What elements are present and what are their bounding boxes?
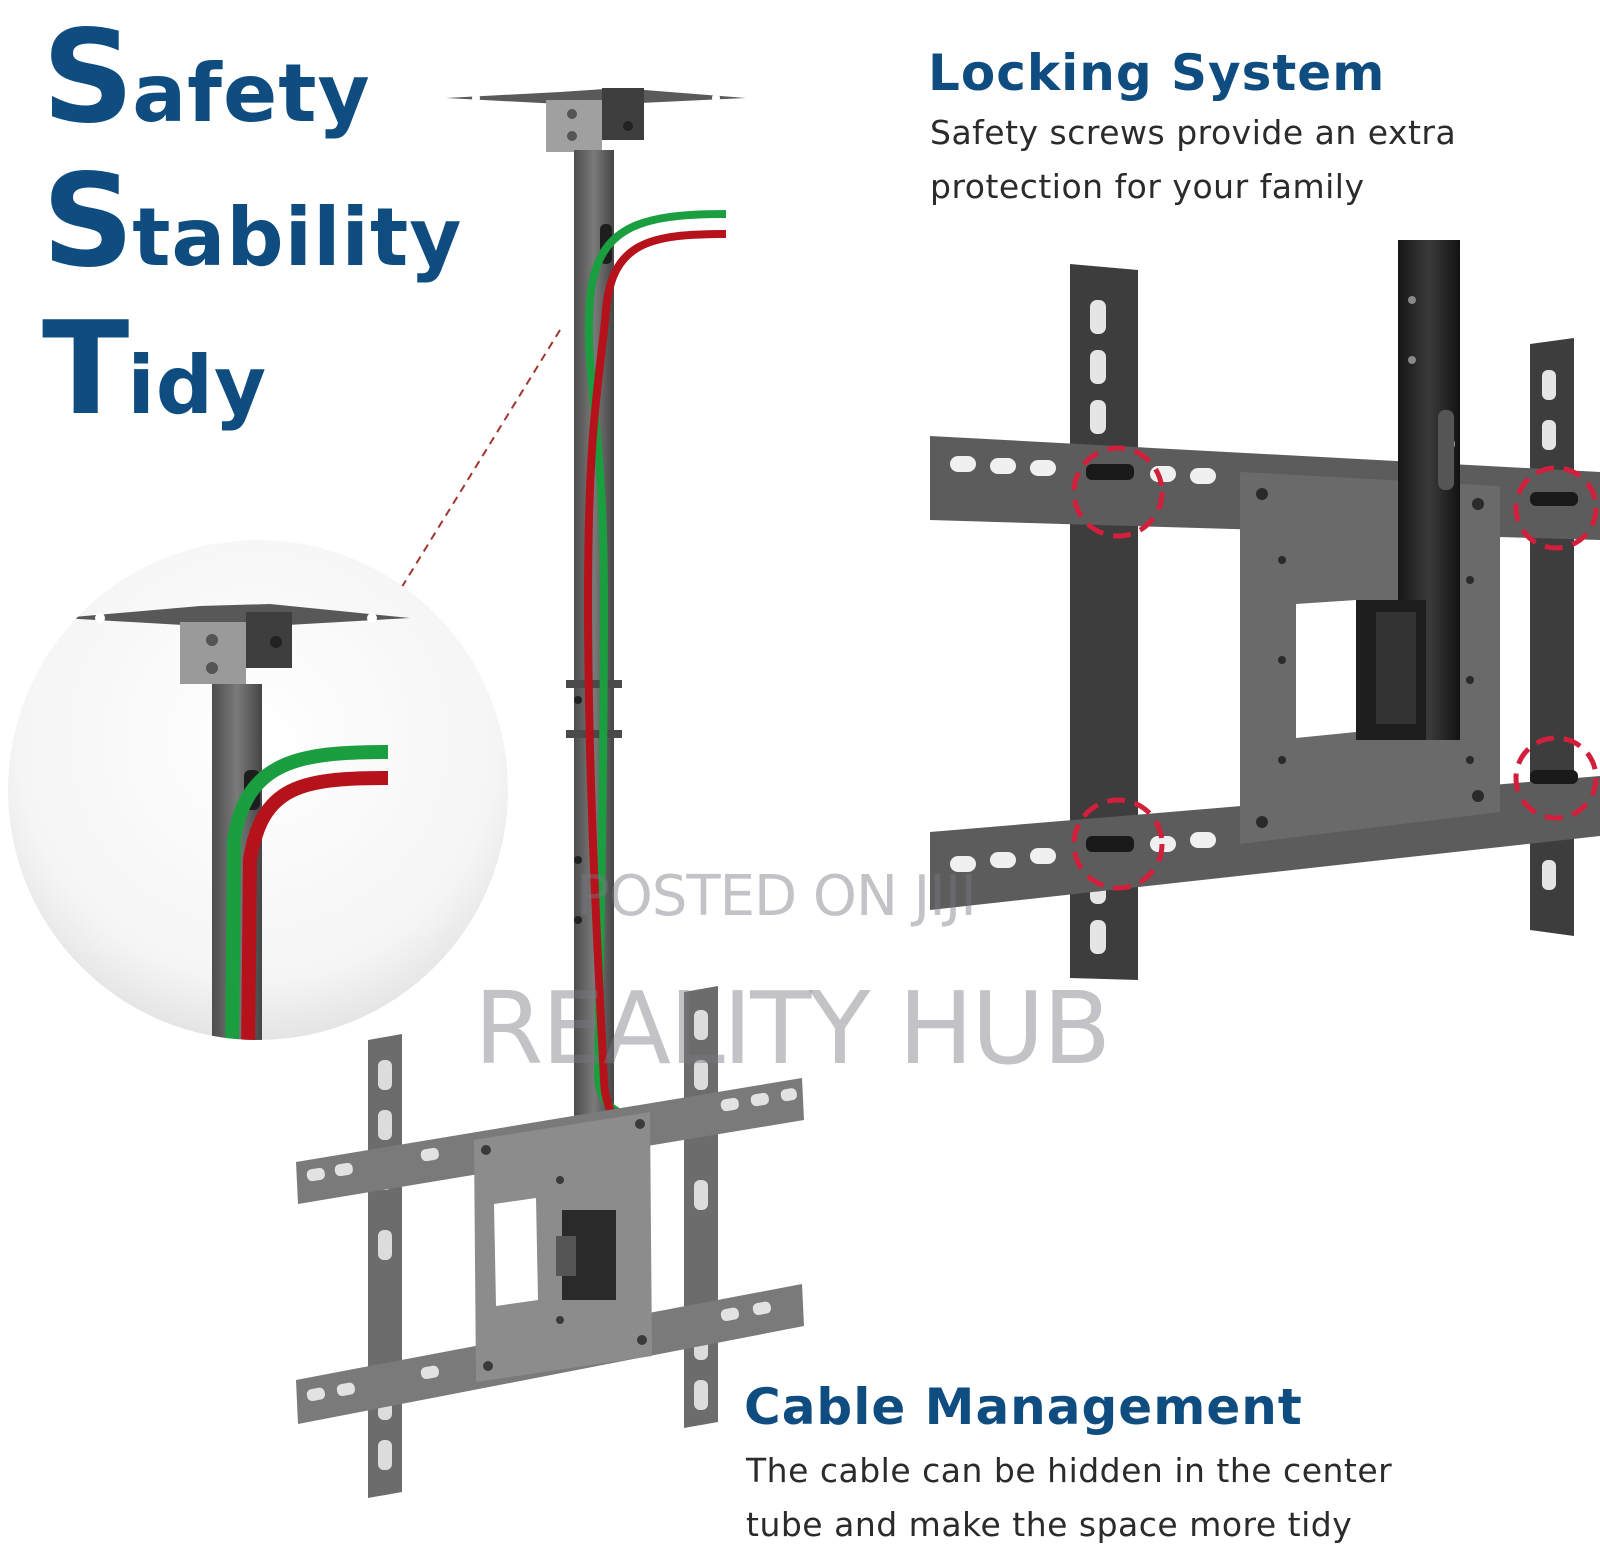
locking-system-title: Locking System — [928, 44, 1386, 102]
lock-circle-upper-right — [1513, 465, 1599, 551]
headline-safety-rest: afety — [132, 47, 371, 140]
headline-tidy-rest: idy — [127, 339, 268, 432]
lock-circle-upper-left — [1071, 445, 1165, 539]
zoom-leader-line — [399, 329, 561, 591]
headline-stability-cap: S — [42, 147, 134, 296]
headline-stability-rest: tability — [132, 191, 463, 284]
locking-screw-detail — [930, 240, 1600, 980]
headline-tidy-cap: T — [42, 295, 129, 444]
headline-tidy: Tidy — [42, 306, 267, 434]
watermark-reality-hub: REALITY HUB — [474, 970, 1111, 1087]
headline-safety: Safety — [42, 14, 371, 142]
headline-stability: Stability — [42, 158, 462, 286]
lock-circle-lower-left — [1071, 797, 1165, 891]
headline-safety-cap: S — [42, 3, 134, 152]
watermark-posted-on: POSTED ON JIJI — [576, 864, 977, 929]
cable-management-description-line1: The cable can be hidden in the center — [746, 1451, 1393, 1490]
locking-system-description-line2: protection for your family — [930, 167, 1365, 206]
lock-circle-lower-right — [1513, 735, 1599, 821]
cable-detail-zoom — [8, 329, 561, 1040]
cable-management-description-line2: tube and make the space more tidy — [746, 1505, 1353, 1544]
ceiling-tv-mount — [296, 88, 804, 1498]
locking-system-description-line1: Safety screws provide an extra — [930, 113, 1457, 152]
cable-management-title: Cable Management — [744, 1378, 1303, 1436]
